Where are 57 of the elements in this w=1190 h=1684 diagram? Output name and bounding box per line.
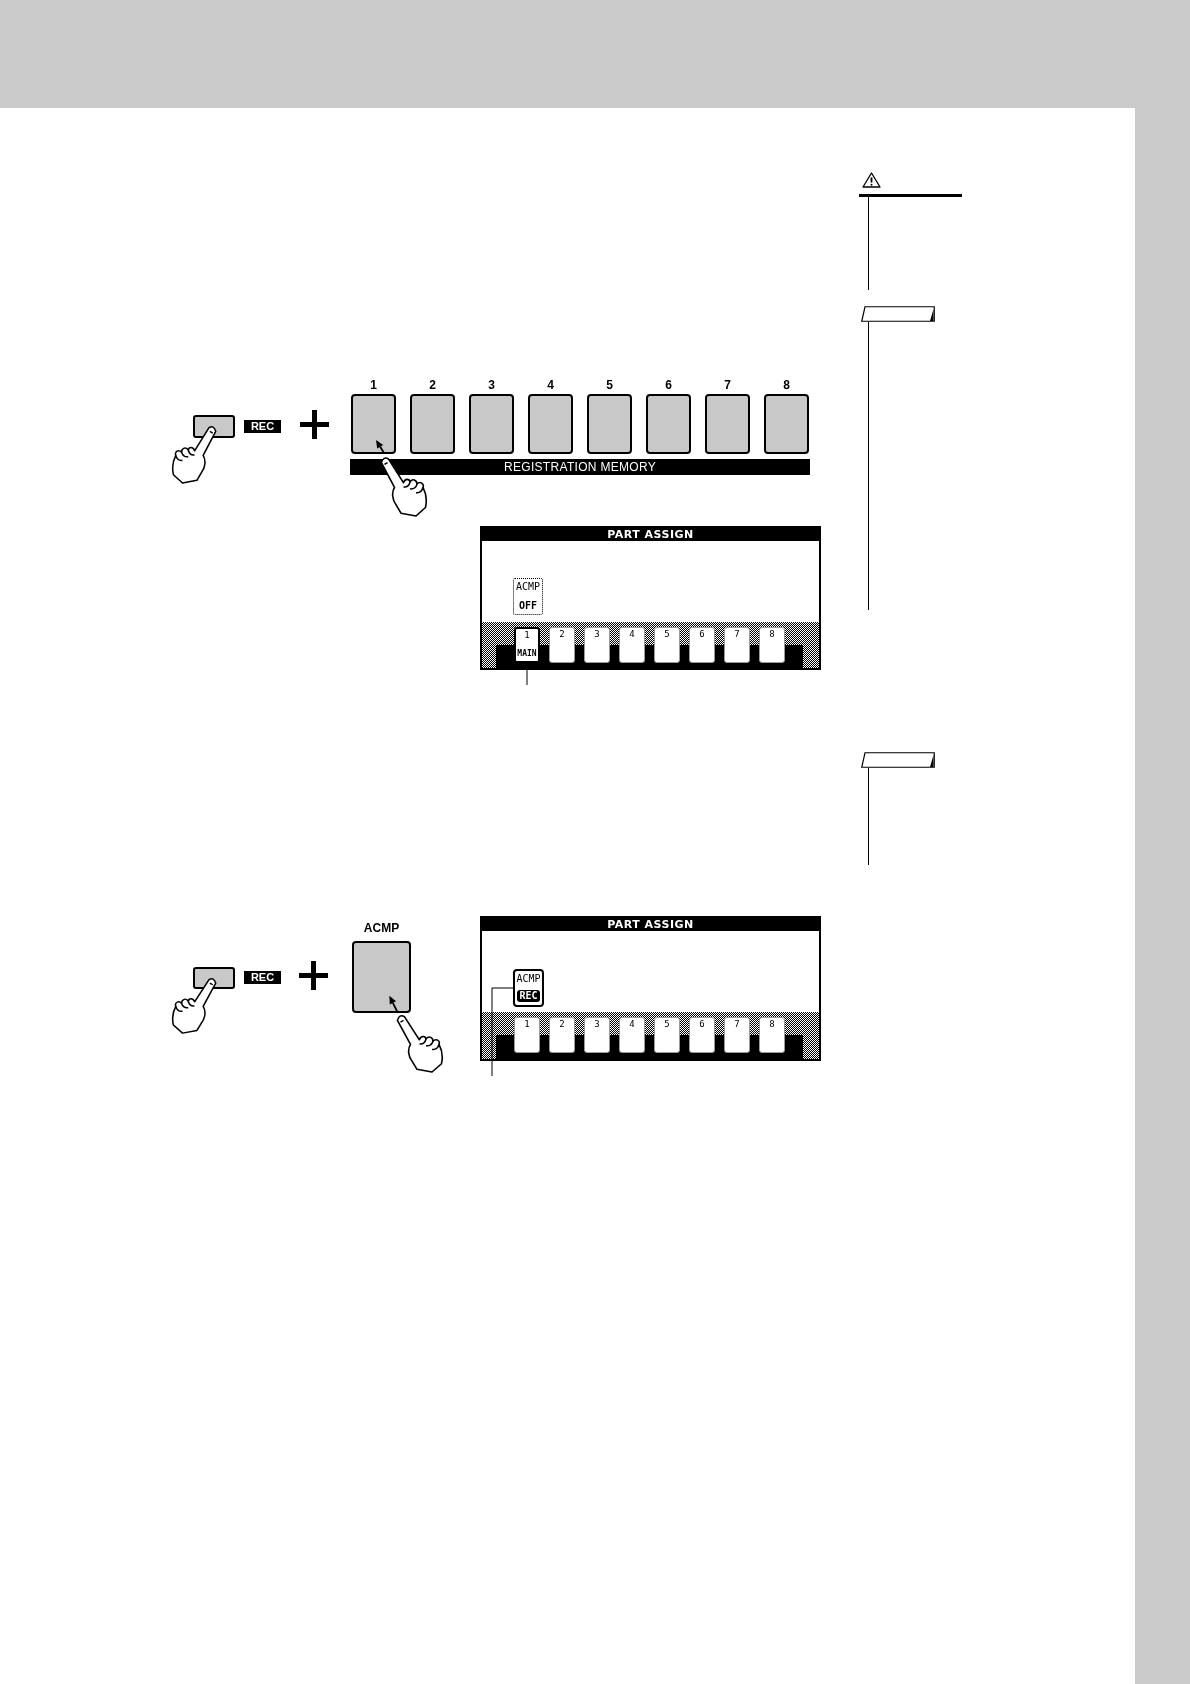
indicator-label: ACMP — [516, 974, 541, 984]
button-label: 8 — [783, 378, 790, 392]
button-label: 3 — [488, 378, 495, 392]
button-label: 7 — [724, 378, 731, 392]
screen-key — [619, 627, 645, 663]
key-number: 5 — [664, 1020, 670, 1029]
screen-key — [759, 627, 785, 663]
screen-key — [549, 627, 575, 663]
screen-key — [689, 627, 715, 663]
key-number: 7 — [734, 1020, 740, 1029]
indicator-value: OFF — [518, 601, 538, 611]
screen-key — [759, 1017, 785, 1053]
key-number: 1 — [524, 1020, 530, 1029]
screen-key — [584, 627, 610, 663]
screen-title-bar: PART ASSIGN — [482, 918, 819, 931]
status-indicator — [513, 969, 544, 1007]
key-number: 4 — [629, 1020, 635, 1029]
lcd-screen — [480, 526, 821, 670]
key-number: 6 — [699, 1020, 705, 1029]
key-number: 8 — [769, 1020, 775, 1029]
button-label: ACMP — [363, 921, 400, 935]
screen-key — [654, 1017, 680, 1053]
key-label: MAIN — [517, 650, 537, 658]
screen-key — [724, 627, 750, 663]
panel-label: REC — [244, 971, 281, 984]
screen-key — [514, 1017, 540, 1053]
panel-label-bar: REGISTRATION MEMORY — [350, 459, 810, 475]
key-number: 3 — [594, 630, 600, 639]
button-label: 6 — [665, 378, 672, 392]
screen-key — [619, 1017, 645, 1053]
key-number: 1 — [524, 631, 530, 640]
screen-key — [584, 1017, 610, 1053]
key-number: 2 — [559, 1020, 565, 1029]
panel-label: REC — [244, 420, 281, 433]
screen-key — [654, 627, 680, 663]
screen-key — [724, 1017, 750, 1053]
key-number: 5 — [664, 630, 670, 639]
key-number: 4 — [629, 630, 635, 639]
key-number: 8 — [769, 630, 775, 639]
screen-key — [689, 1017, 715, 1053]
button-label: 4 — [547, 378, 554, 392]
panel-button — [193, 967, 235, 989]
indicator-value: REC — [517, 990, 540, 1002]
button-label: 5 — [606, 378, 613, 392]
screen-key — [514, 627, 540, 663]
key-number: 2 — [559, 630, 565, 639]
button-label: 2 — [429, 378, 436, 392]
leader-line — [491, 987, 514, 1077]
key-number: 6 — [699, 630, 705, 639]
lcd-screen — [480, 916, 821, 1061]
button-label: 1 — [370, 378, 377, 392]
key-number: 3 — [594, 1020, 600, 1029]
status-indicator — [513, 578, 543, 615]
screen-key — [549, 1017, 575, 1053]
screen-title-bar: PART ASSIGN — [482, 528, 819, 541]
key-number: 7 — [734, 630, 740, 639]
indicator-label: ACMP — [515, 582, 541, 592]
